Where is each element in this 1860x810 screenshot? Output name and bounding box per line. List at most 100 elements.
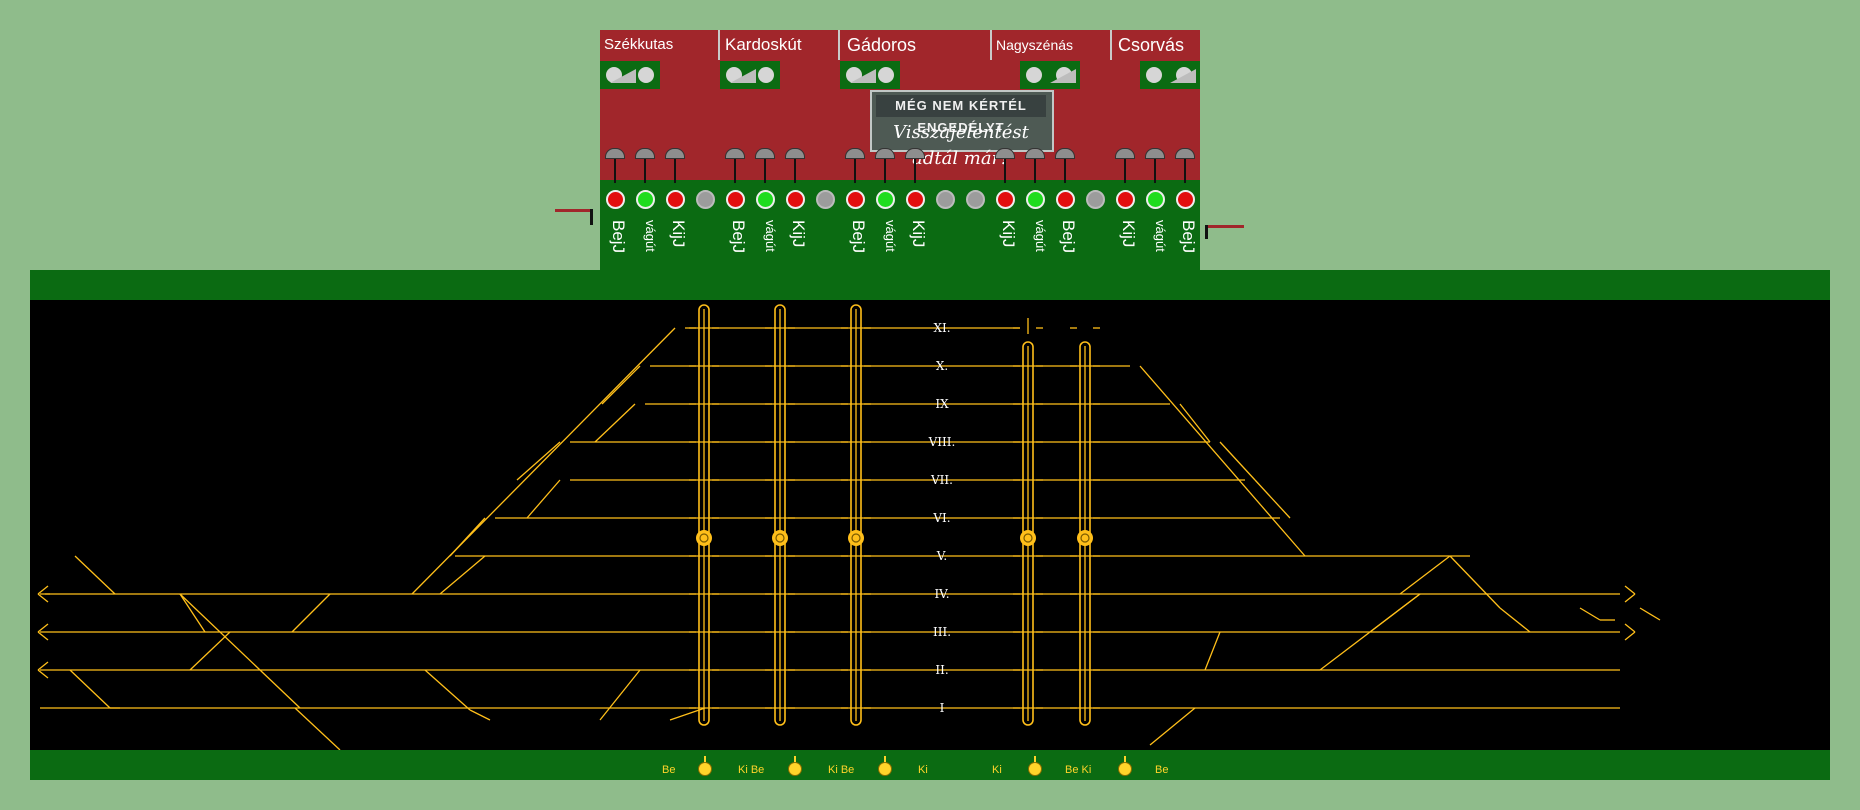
push-button-stem <box>1064 153 1066 183</box>
indicator-lamp-green <box>756 190 775 209</box>
station-tab-kardoskut[interactable]: Kardoskút <box>725 35 802 54</box>
direction-button[interactable] <box>878 762 892 776</box>
arrow-head <box>37 661 49 671</box>
arrow-head <box>37 623 49 633</box>
push-button-stem <box>1034 153 1036 183</box>
button-label: BejJ <box>849 220 868 254</box>
direction-label: Ki Be <box>738 764 765 776</box>
direction-button[interactable] <box>698 762 712 776</box>
arrow-head <box>1624 593 1636 603</box>
crossing-knob-ring <box>775 533 785 543</box>
indicator-lamp-red <box>606 190 625 209</box>
crossing-knob-ring <box>699 533 709 543</box>
signal-lamp-icon <box>1026 67 1042 83</box>
push-button[interactable] <box>905 148 925 159</box>
signal-arm-icon <box>730 69 756 83</box>
track-label: VIII. <box>928 435 956 449</box>
indicator-lamp-red <box>786 190 805 209</box>
direction-label: Be <box>1155 764 1169 776</box>
warning-line-permission: MÉG NEM KÉRTÉL ENGEDÉLYT <box>876 95 1046 135</box>
crossing-knob-ring <box>1023 533 1033 543</box>
indicator-lamp-red <box>906 190 925 209</box>
crossing-knob-icon <box>1077 530 1093 546</box>
connecting-track <box>1139 365 1306 557</box>
crossing-bar <box>774 304 786 726</box>
indicator-lamp-red <box>1176 190 1195 209</box>
warning-line-report: Visszajelentést adtál már? <box>893 122 1029 169</box>
track-label: I <box>940 701 945 715</box>
signal-lamp-icon <box>638 67 654 83</box>
push-button[interactable] <box>995 148 1015 159</box>
connecting-track <box>601 365 641 405</box>
station-tab-nagyszenas[interactable]: Nagyszénás <box>996 37 1074 53</box>
direction-label: Ki <box>992 764 1002 776</box>
push-button-stem <box>734 153 736 183</box>
station-tab-gadoros[interactable]: Gádoros <box>847 35 917 55</box>
crossover <box>1639 607 1661 621</box>
direction-button[interactable] <box>1118 762 1132 776</box>
push-button[interactable] <box>785 148 805 159</box>
signal-arm-icon <box>1050 69 1076 83</box>
indicator-lamp-green <box>876 190 895 209</box>
push-button[interactable] <box>1055 148 1075 159</box>
crossover <box>291 593 331 633</box>
direction-button[interactable] <box>788 762 802 776</box>
push-button[interactable] <box>1145 148 1165 159</box>
button-label: vágút <box>763 220 778 252</box>
crossover <box>1319 593 1421 671</box>
push-button[interactable] <box>1115 148 1135 159</box>
station-tab-szekkutas[interactable]: Székkutas <box>604 36 674 53</box>
direction-button[interactable] <box>1028 762 1042 776</box>
push-button[interactable] <box>1025 148 1045 159</box>
exit-signal-block <box>1020 61 1080 89</box>
push-button[interactable] <box>1175 148 1195 159</box>
arrow-head <box>37 593 49 603</box>
push-button-stem <box>674 153 676 183</box>
button-pin <box>704 756 706 764</box>
signal-arm-icon <box>610 69 636 83</box>
crossover <box>1149 707 1196 746</box>
connecting-track <box>516 441 561 481</box>
crossover <box>74 555 116 595</box>
push-button[interactable] <box>605 148 625 159</box>
crossover <box>1499 607 1531 633</box>
crossing-knob-ring <box>1080 533 1090 543</box>
push-button[interactable] <box>755 148 775 159</box>
track-label: II. <box>935 663 948 677</box>
push-button[interactable] <box>725 148 745 159</box>
arrow-head <box>1624 585 1636 595</box>
connecting-track <box>1449 555 1501 609</box>
push-button[interactable] <box>635 148 655 159</box>
button-pin <box>794 756 796 764</box>
push-button[interactable] <box>875 148 895 159</box>
arrow-head <box>37 631 49 641</box>
button-label: KijJ <box>789 220 808 248</box>
button-label: vágút <box>883 220 898 252</box>
push-button[interactable] <box>665 148 685 159</box>
station-tab-csorvas[interactable]: Csorvás <box>1118 35 1185 55</box>
right-line-stub <box>1208 225 1244 228</box>
track-label: IX <box>935 397 949 411</box>
push-button[interactable] <box>845 148 865 159</box>
indicator-lamp-green <box>1146 190 1165 209</box>
crossover <box>294 707 341 750</box>
button-label: BejJ <box>1179 220 1198 254</box>
signal-lamp-icon <box>878 67 894 83</box>
arrow-head <box>37 585 49 595</box>
left-line-stub-end <box>590 209 593 225</box>
indicator-lamp-grey <box>696 190 715 209</box>
direction-label: Ki Be <box>828 764 855 776</box>
button-pin <box>1034 756 1036 764</box>
tab-divider <box>718 30 720 60</box>
connecting-track <box>1399 555 1451 595</box>
signal-arm-icon <box>1170 69 1196 83</box>
indicator-lamp-red <box>1056 190 1075 209</box>
connecting-track <box>1254 479 1291 519</box>
tab-divider <box>1110 30 1112 60</box>
push-button-stem <box>914 153 916 183</box>
push-button-stem <box>644 153 646 183</box>
connecting-track <box>1219 441 1256 481</box>
button-label: BejJ <box>729 220 748 254</box>
arrow-head <box>37 669 49 679</box>
